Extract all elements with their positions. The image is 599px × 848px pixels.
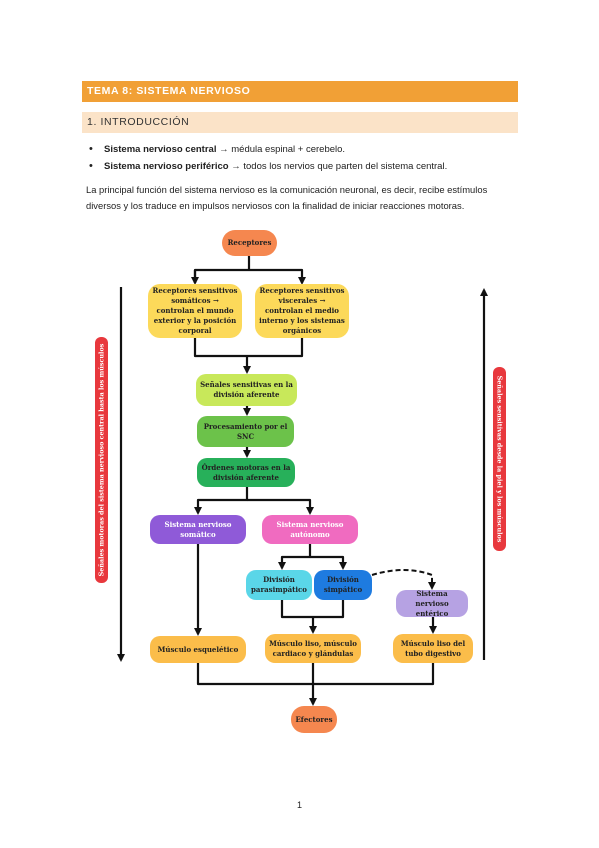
right-side-label: Señales sensitivas desde la piel y los m… <box>493 367 506 551</box>
division-parasimpatico-box: División parasimpático <box>246 570 312 600</box>
bullet-text: → todos los nervios que parten del siste… <box>228 161 448 172</box>
bullet-bold-text: Sistema nervioso central <box>104 144 217 155</box>
efectores-box: Efectores <box>291 706 337 733</box>
left-side-label: Señales motoras del sistema nervioso cen… <box>95 337 108 583</box>
ordenes-motoras-box: Órdenes motoras en la división aferente <box>197 458 295 487</box>
list-item: Sistema nervioso central → médula espina… <box>86 143 447 160</box>
right-side-label-text: Señales sensitivas desde la piel y los m… <box>495 375 504 543</box>
list-item: Sistema nervioso periférico → todos los … <box>86 160 447 177</box>
musculo-liso-box: Músculo liso, músculo cardiaco y glándul… <box>265 634 361 663</box>
intro-paragraph: La principal función del sistema nervios… <box>86 184 488 211</box>
receptores-viscerales-box: Receptores sensitivos viscerales → contr… <box>255 284 349 338</box>
procesamiento-snc-box: Procesamiento por el SNC <box>197 416 294 447</box>
section-title: 1. INTRODUCCIÓN <box>87 116 190 128</box>
sn-enterico-box: Sistema nervioso entérico <box>396 589 468 618</box>
bullet-bold-text: Sistema nervioso periférico <box>104 161 229 172</box>
topic-header: TEMA 8: SISTEMA NERVIOSO <box>82 81 518 102</box>
page-number: 1 <box>296 800 302 810</box>
bullet-text: → médula espinal + cerebelo. <box>216 144 346 155</box>
receptores-box: Receptores <box>222 230 277 256</box>
topic-title: TEMA 8: SISTEMA NERVIOSO <box>87 85 251 97</box>
sn-autonomo-box: Sistema nervioso autónomo <box>262 515 358 544</box>
bullet-list: Sistema nervioso central → médula espina… <box>86 143 447 177</box>
section-header: 1. INTRODUCCIÓN <box>82 112 518 133</box>
senales-aferente-box: Señales sensitivas en la división aferen… <box>196 374 297 406</box>
sn-somatico-box: Sistema nervioso somático <box>150 515 246 544</box>
receptores-somaticos-box: Receptores sensitivos somáticos → contro… <box>148 284 242 338</box>
left-side-label-text: Señales motoras del sistema nervioso cen… <box>97 343 106 577</box>
musculo-tubo-digestivo-box: Músculo liso del tubo digestivo <box>393 634 473 663</box>
division-simpatico-box: División simpático <box>314 570 372 600</box>
musculo-esqueletico-box: Músculo esquelético <box>150 636 246 663</box>
